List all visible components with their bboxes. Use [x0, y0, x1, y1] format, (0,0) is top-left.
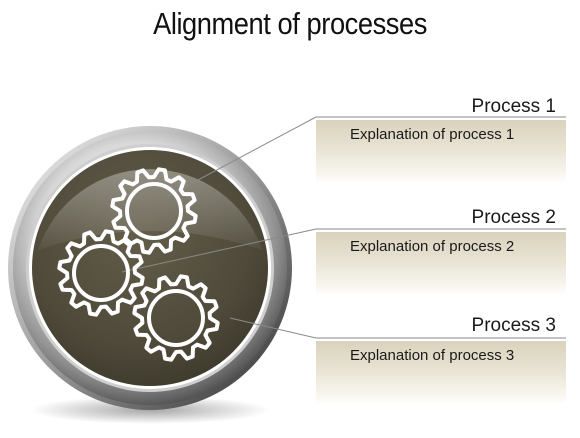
process-2-box: Explanation of process 2 [316, 232, 566, 296]
process-1-box: Explanation of process 1 [316, 120, 566, 184]
process-2-explanation: Explanation of process 2 [350, 238, 515, 255]
gear-hub [147, 289, 205, 347]
gear-icon [57, 229, 145, 317]
process-2-label: Process 2 [471, 207, 556, 228]
gear-hub [125, 182, 183, 240]
gloss-highlight [38, 169, 262, 250]
connector-lines [121, 116, 566, 339]
gear-icon [132, 274, 220, 362]
process-3-label: Process 3 [471, 315, 556, 336]
process-1-explanation: Explanation of process 1 [350, 126, 515, 143]
process-1-label: Process 1 [471, 96, 556, 117]
gear-icon [110, 167, 198, 255]
process-3-box: Explanation of process 3 [316, 341, 566, 405]
page-title: Alignment of processes [153, 6, 427, 41]
gear-hub [72, 244, 130, 302]
process-3-explanation: Explanation of process 3 [350, 347, 515, 364]
